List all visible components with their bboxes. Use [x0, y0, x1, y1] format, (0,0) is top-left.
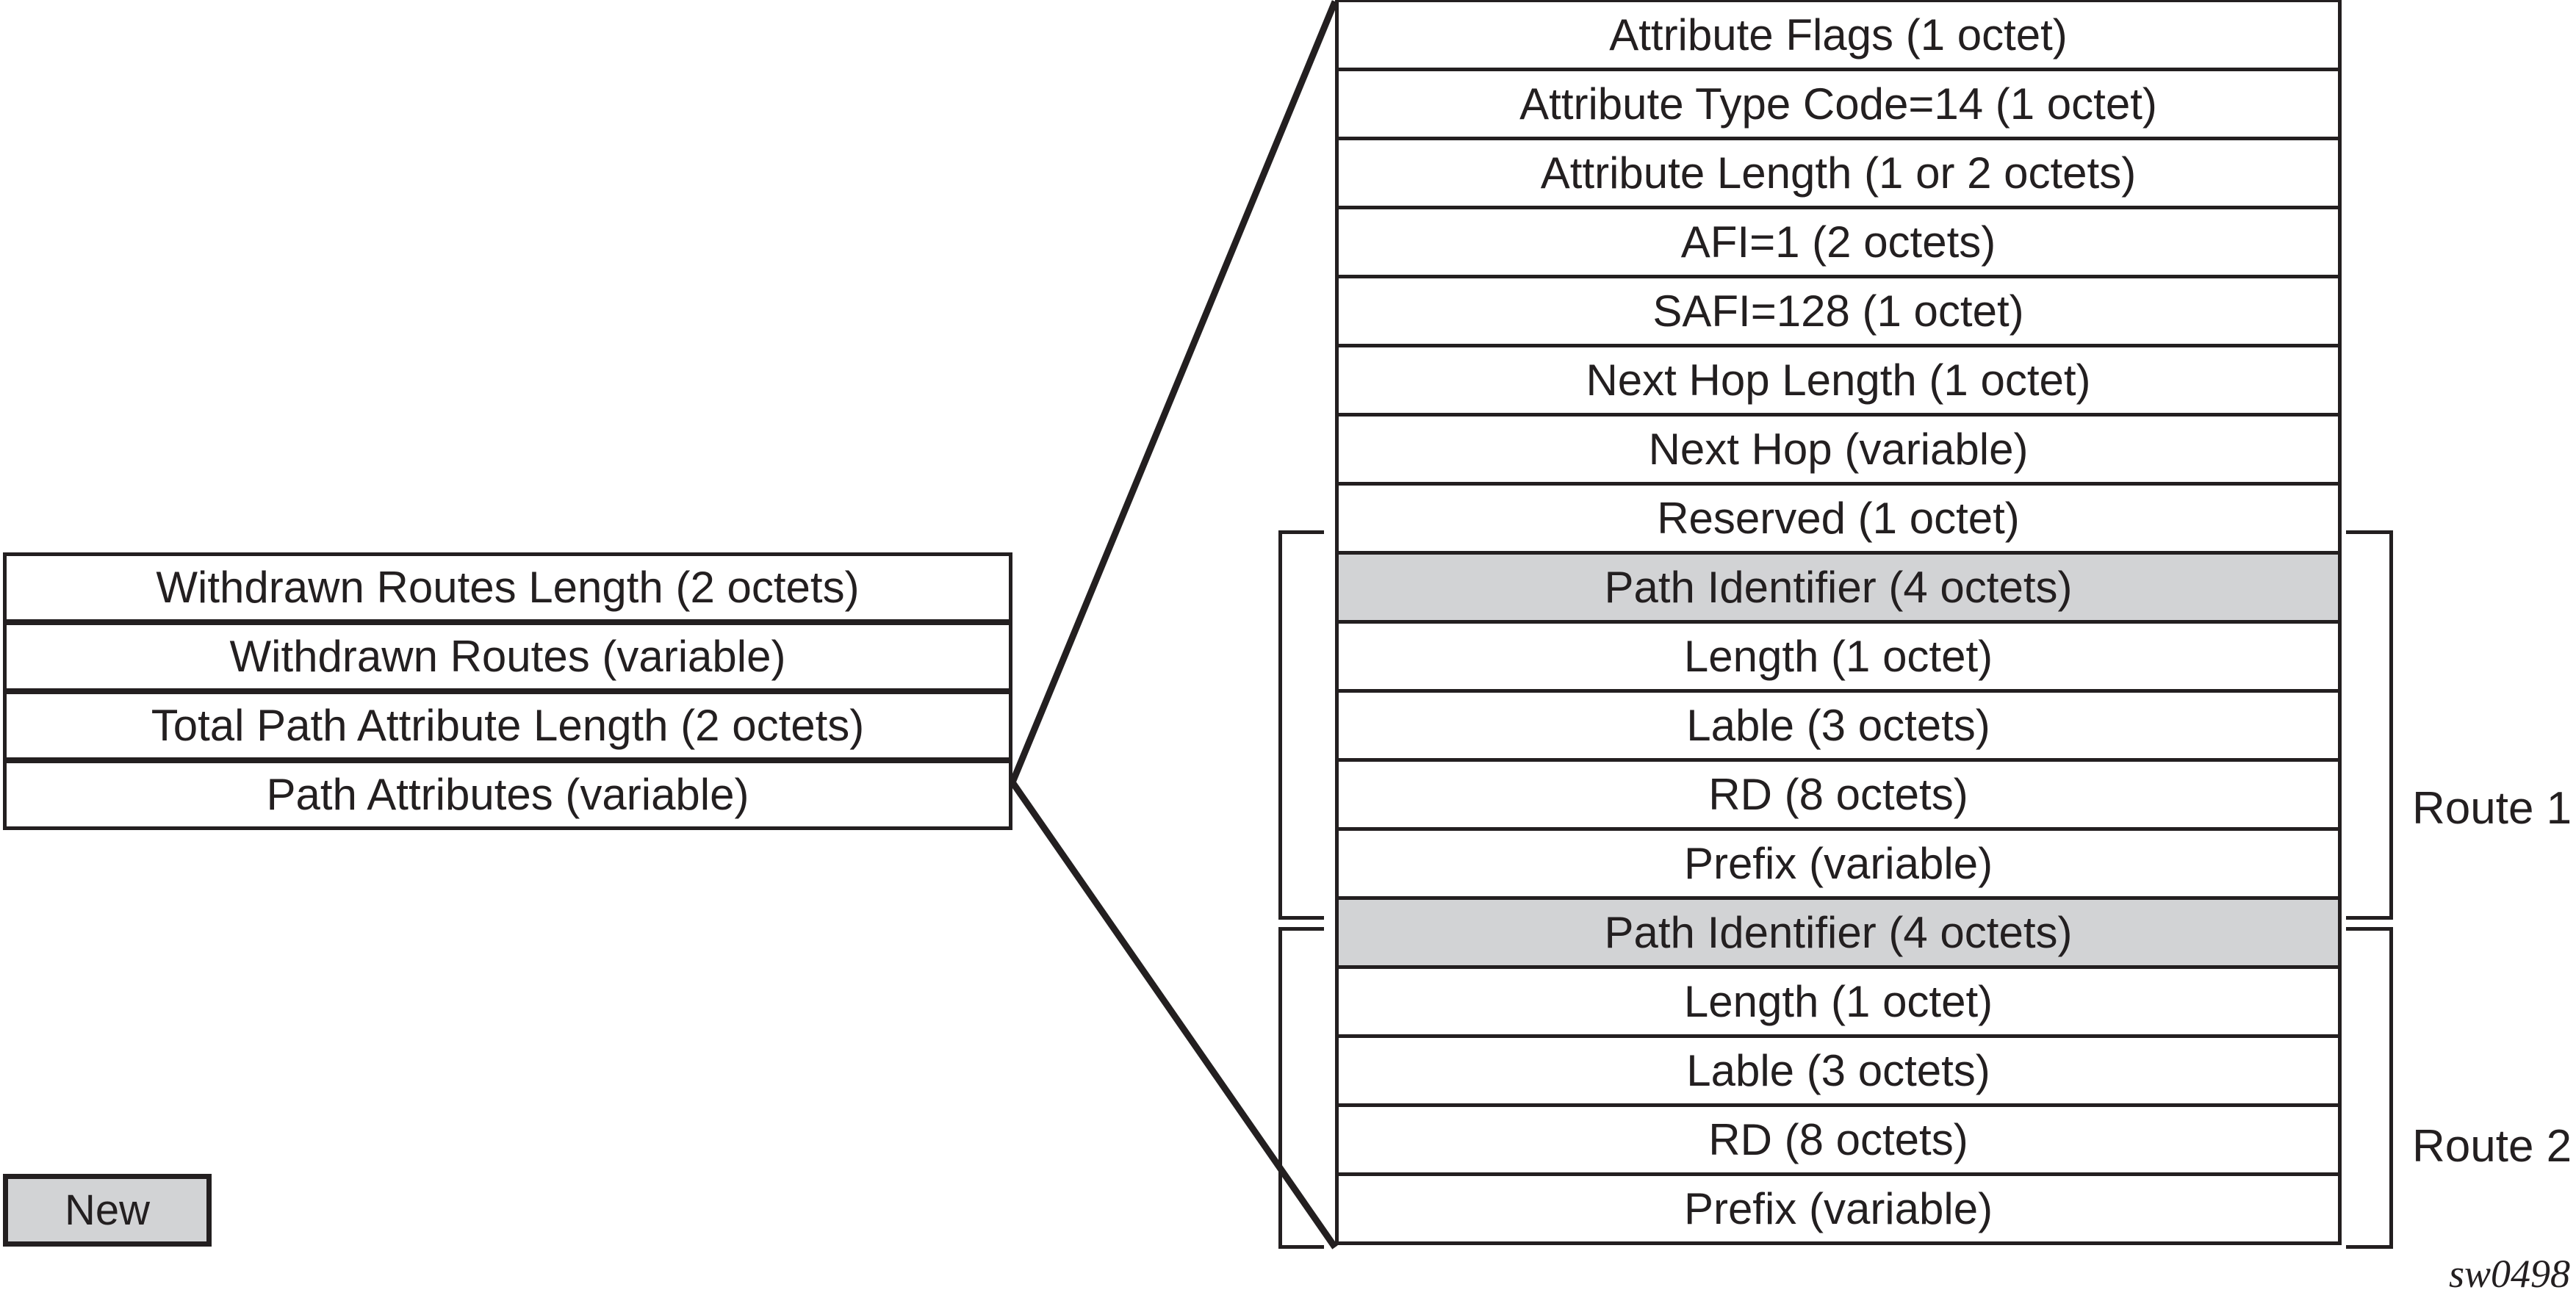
nlri-field-prefix-route2: Prefix (variable)	[1335, 1172, 2342, 1245]
update-field-path-attributes: Path Attributes (variable)	[3, 760, 1012, 830]
nlri-field-next-hop: Next Hop (variable)	[1335, 413, 2342, 486]
nlri-field-rd-route1: RD (8 octets)	[1335, 758, 2342, 831]
nlri-field-attribute-flags: Attribute Flags (1 octet)	[1335, 0, 2342, 71]
nlri-field-afi: AFI=1 (2 octets)	[1335, 206, 2342, 278]
update-field-total-path-attribute-length: Total Path Attribute Length (2 octets)	[3, 691, 1012, 761]
route-1-bracket-right	[2346, 530, 2393, 920]
nlri-field-path-identifier-route1: Path Identifier (4 octets)	[1335, 551, 2342, 624]
legend-new-label: New	[64, 1186, 151, 1234]
nlri-field-lable-route2: Lable (3 octets)	[1335, 1034, 2342, 1107]
nlri-field-reserved: Reserved (1 octet)	[1335, 482, 2342, 555]
route-1-label: Route 1	[2412, 783, 2572, 834]
nlri-field-next-hop-length: Next Hop Length (1 octet)	[1335, 344, 2342, 417]
nlri-field-path-identifier-route2: Path Identifier (4 octets)	[1335, 896, 2342, 969]
route-1-bracket-left	[1278, 530, 1324, 920]
nlri-field-length-route1: Length (1 octet)	[1335, 620, 2342, 693]
nlri-field-length-route2: Length (1 octet)	[1335, 965, 2342, 1038]
nlri-field-lable-route1: Lable (3 octets)	[1335, 689, 2342, 762]
route-2-bracket-right	[2346, 927, 2393, 1249]
mp-reach-nlri-stack: Attribute Flags (1 octet) Attribute Type…	[1335, 0, 2342, 1249]
route-2-bracket-left	[1278, 927, 1324, 1249]
nlri-field-safi: SAFI=128 (1 octet)	[1335, 275, 2342, 347]
update-field-withdrawn-routes: Withdrawn Routes (variable)	[3, 621, 1012, 692]
route-2-label: Route 2	[2412, 1121, 2572, 1172]
update-field-withdrawn-routes-length: Withdrawn Routes Length (2 octets)	[3, 552, 1012, 623]
legend-new-box: New	[3, 1174, 212, 1247]
nlri-field-prefix-route1: Prefix (variable)	[1335, 827, 2342, 900]
nlri-field-rd-route2: RD (8 octets)	[1335, 1103, 2342, 1176]
nlri-field-attribute-length: Attribute Length (1 or 2 octets)	[1335, 137, 2342, 209]
update-message-box: Withdrawn Routes Length (2 octets) Withd…	[3, 552, 1012, 830]
nlri-field-attribute-type-code: Attribute Type Code=14 (1 octet)	[1335, 68, 2342, 140]
figure-id-label: sw0498	[2448, 1252, 2570, 1296]
